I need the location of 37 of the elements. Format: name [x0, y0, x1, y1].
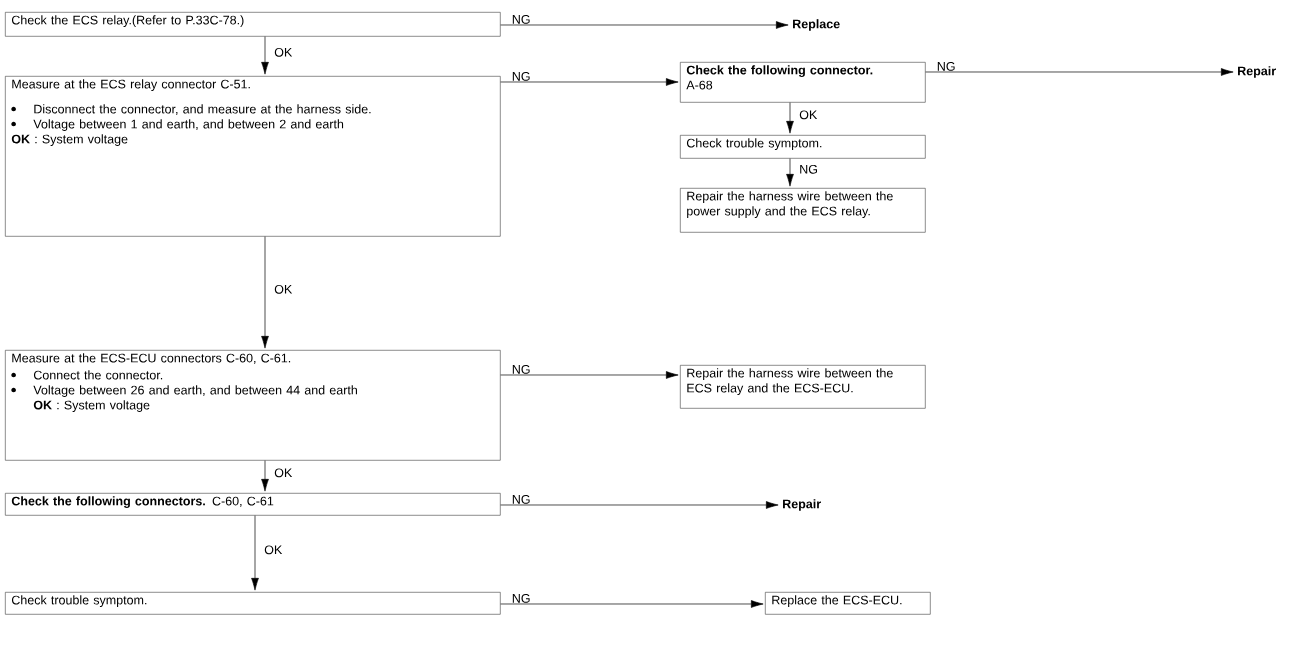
edge-label: OK: [274, 468, 293, 478]
arrow: [251, 515, 259, 591]
edge-label: OK: [264, 545, 283, 555]
arrow: [261, 460, 269, 492]
edge-label: NG: [512, 494, 530, 504]
edge-label: OK: [274, 47, 293, 57]
arrow: [261, 36, 269, 75]
edge-label: OK: [799, 110, 818, 120]
process-box: Check the following connector. A-68: [680, 62, 926, 103]
process-box: Measure at the ECS relay connector C-51. Disconnect the connector, and measure at the harness side. Voltage between 1 and earth, and between 2 and earth OK : System voltage: [5, 76, 501, 237]
process-box: Measure at the ECS-ECU connectors C-60, C-61. Connect the connector. Voltage between 26 and earth, and between 44 and earth OK : System voltage: [5, 350, 501, 461]
process-box: Check the following connectors. C-60, C-61: [5, 493, 501, 516]
arrow: [925, 68, 1234, 76]
arrow: [500, 600, 764, 608]
edge-label: NG: [512, 71, 530, 81]
process-box: Replace the ECS-ECU.: [765, 592, 931, 615]
edge-label: NG: [937, 61, 955, 71]
process-box: Check trouble symptom.: [5, 592, 501, 615]
edge-label: NG: [800, 164, 817, 174]
process-box: Check the ECS relay.(Refer to P.33C-78.): [5, 12, 501, 37]
edge-label: NG: [512, 14, 530, 24]
arrow: [261, 236, 269, 349]
process-box: Repair the harness wire between the ECS relay and the ECS-ECU.: [680, 365, 926, 409]
arrow: [786, 158, 794, 187]
arrow: [786, 102, 794, 134]
edge-label: NG: [512, 364, 530, 374]
arrow: [500, 501, 779, 509]
arrow: [500, 21, 789, 29]
process-box: Repair the harness wire between the power supply and the ECS relay.: [680, 188, 926, 233]
process-box: Check trouble symptom.: [680, 135, 926, 159]
arrow: [500, 78, 679, 86]
arrow: [500, 371, 679, 379]
result-text: Replace: [793, 19, 840, 31]
edge-label: OK: [274, 284, 293, 294]
result-text: Repair: [1238, 66, 1276, 78]
result-text: Repair: [783, 499, 821, 511]
edge-label: NG: [512, 593, 530, 603]
